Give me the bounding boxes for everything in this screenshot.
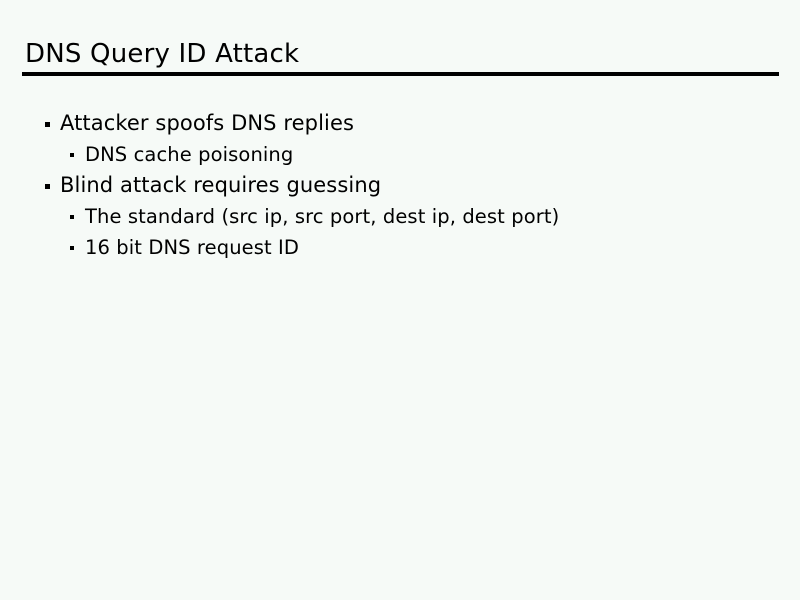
square-bullet-icon	[45, 184, 50, 189]
list-item-label: Blind attack requires guessing	[60, 173, 382, 197]
list-item-label: 16 bit DNS request ID	[85, 236, 300, 259]
bullet-list: Attacker spoofs DNS replies DNS cache po…	[0, 110, 800, 265]
square-bullet-icon	[70, 215, 74, 219]
list-item: 16 bit DNS request ID	[0, 234, 800, 265]
square-bullet-icon	[70, 153, 74, 157]
list-item: DNS cache poisoning	[0, 141, 800, 172]
square-bullet-icon	[70, 246, 74, 250]
page-title: DNS Query ID Attack	[25, 39, 300, 69]
list-item: Blind attack requires guessing	[0, 172, 800, 203]
square-bullet-icon	[45, 122, 50, 127]
list-item-label: The standard (src ip, src port, dest ip,…	[85, 205, 560, 228]
list-item-label: Attacker spoofs DNS replies	[60, 111, 355, 135]
list-item: Attacker spoofs DNS replies	[0, 110, 800, 141]
title-underline-rule	[22, 72, 779, 76]
list-item-label: DNS cache poisoning	[85, 143, 294, 166]
list-item: The standard (src ip, src port, dest ip,…	[0, 203, 800, 234]
